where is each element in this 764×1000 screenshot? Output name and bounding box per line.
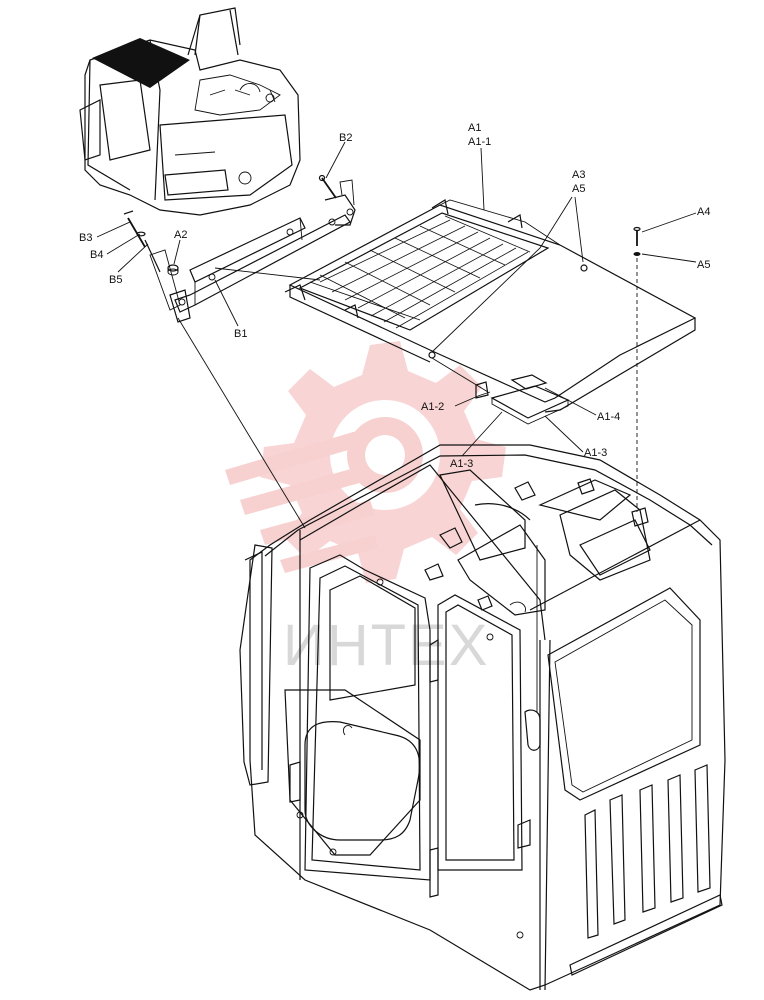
callout-b1: B1 [234, 328, 247, 340]
roof-guard-a1 [284, 199, 697, 413]
callout-b5: B5 [109, 274, 122, 286]
plate-a1-3 [490, 385, 570, 425]
seal-a1-4 [510, 374, 548, 390]
callout-a1-3-right: A1-3 [584, 447, 607, 459]
washer-a5 [633, 252, 641, 256]
bolt-b2 [318, 174, 337, 199]
callout-a1-1: A1-1 [468, 136, 491, 148]
callout-a2: A2 [174, 229, 187, 241]
nut-a2 [167, 264, 179, 276]
leader-lines [96, 141, 697, 457]
callout-a1-4: A1-4 [597, 411, 620, 423]
callout-b3: B3 [79, 232, 92, 244]
roof-guard-grid [319, 215, 531, 329]
callout-b4: B4 [90, 249, 103, 261]
bolt-a4 [633, 226, 641, 246]
pin-b5 [144, 239, 161, 273]
callout-a5-top: A5 [572, 183, 585, 195]
bolt-b3 [123, 210, 146, 248]
callout-a5-right: A5 [697, 259, 710, 271]
washer-b4 [136, 231, 146, 237]
callout-a3: A3 [572, 169, 585, 181]
assembly-lines [177, 258, 638, 712]
callout-b2: B2 [339, 132, 352, 144]
callout-a1: A1 [468, 122, 481, 134]
callout-a4: A4 [697, 206, 710, 218]
mounting-bracket-b1 [149, 179, 356, 323]
gear-icon [260, 341, 506, 583]
operator-cab [239, 444, 726, 991]
excavator-inset [79, 7, 301, 216]
inset-roof-highlight [92, 38, 190, 88]
watermark-text: ИНТЕХ [283, 613, 489, 678]
callout-a1-3-left: A1-3 [450, 458, 473, 470]
callout-a1-2: A1-2 [421, 401, 444, 413]
intex-watermark-logo [225, 341, 506, 583]
